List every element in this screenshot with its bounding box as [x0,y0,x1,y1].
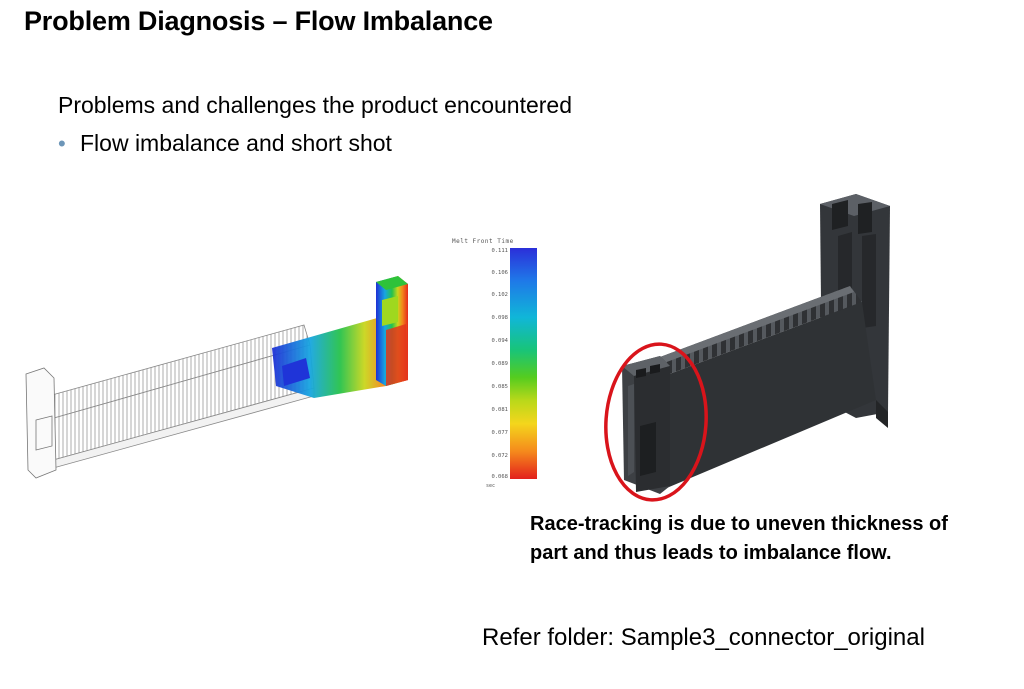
bullet-item: • Flow imbalance and short shot [58,130,392,157]
legend-tick-label: 0.111 [491,248,508,254]
legend-ticks: 0.111 0.106 0.102 0.098 0.094 0.089 0.08… [486,248,508,480]
cad-figure [604,194,890,502]
folder-reference: Refer folder: Sample3_connector_original [482,624,925,651]
legend-tick-label: 0.068 [491,474,508,480]
bullet-dot-icon: • [58,131,66,156]
legend-tick-label: 0.077 [491,430,508,436]
legend-tick-label: 0.085 [491,384,508,390]
slide-title: Problem Diagnosis – Flow Imbalance [24,6,493,36]
race-tracking-note: Race-tracking is due to uneven thickness… [530,513,948,564]
legend-color-bar [510,248,537,479]
legend-tick-label: 0.089 [491,361,508,367]
legend-tick-label: 0.102 [491,292,508,298]
legend-tick-label: 0.072 [491,453,508,459]
legend-tick-label: 0.081 [491,407,508,413]
legend-tick-label: 0.098 [491,315,508,321]
bullet-text: Flow imbalance and short shot [80,130,392,156]
highlight-circle [604,342,708,502]
legend-unit: sec [486,483,496,489]
intro-text: Problems and challenges the product enco… [58,92,573,118]
legend-tick-label: 0.106 [491,270,508,276]
legend-title: Melt Front Time [452,238,514,245]
legend-tick-label: 0.094 [491,338,508,344]
simulation-figure [25,276,408,479]
